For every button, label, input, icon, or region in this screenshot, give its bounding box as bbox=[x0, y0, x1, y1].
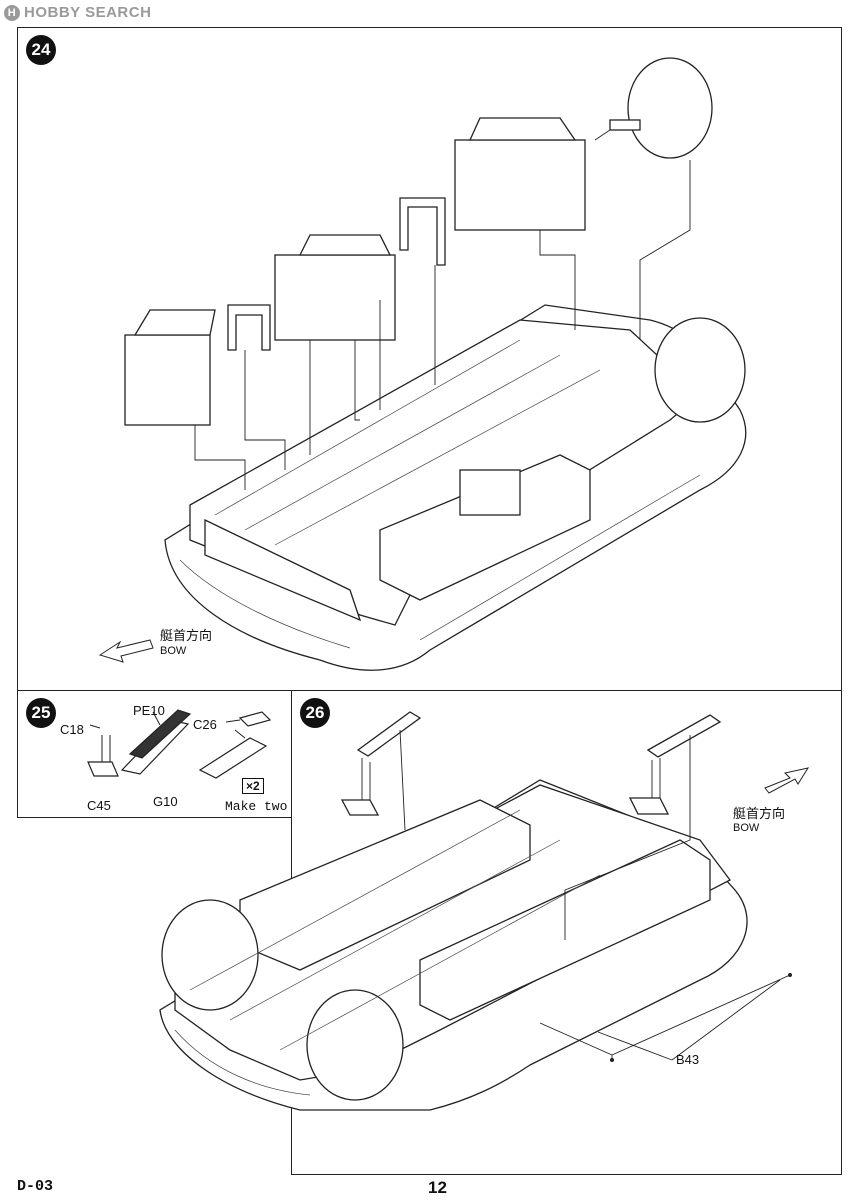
page-number: 12 bbox=[428, 1178, 447, 1197]
step25-drawing bbox=[87, 709, 272, 779]
watermark: H HOBBY SEARCH bbox=[4, 4, 151, 21]
step-number-25: 25 bbox=[26, 698, 56, 728]
step-number-24: 24 bbox=[26, 35, 56, 65]
step-number-26: 26 bbox=[300, 698, 330, 728]
step26-drawing bbox=[159, 711, 810, 1111]
part-label-c18: C18 bbox=[60, 722, 84, 737]
bow-label-jp-26: 艇首方向 bbox=[733, 807, 786, 822]
bow-label-en-26: BOW bbox=[733, 822, 760, 834]
multiplier-badge: ×2 bbox=[242, 778, 264, 794]
watermark-text: HOBBY SEARCH bbox=[24, 4, 152, 21]
step24-drawing bbox=[98, 57, 747, 671]
part-label-pe10: PE10 bbox=[133, 703, 165, 718]
part-label-b43: B43 bbox=[676, 1052, 700, 1067]
bow-label-jp-24: 艇首方向 bbox=[160, 629, 213, 644]
part-label-c26: C26 bbox=[193, 717, 217, 732]
bow-label-en-24: BOW bbox=[160, 645, 187, 657]
part-label-g10: G10 bbox=[153, 794, 178, 809]
part-label-c45: C45 bbox=[87, 798, 111, 813]
make-two-note: Make two bbox=[225, 799, 288, 814]
watermark-logo-icon: H bbox=[4, 4, 20, 21]
document-code: D-03 bbox=[17, 1178, 54, 1195]
